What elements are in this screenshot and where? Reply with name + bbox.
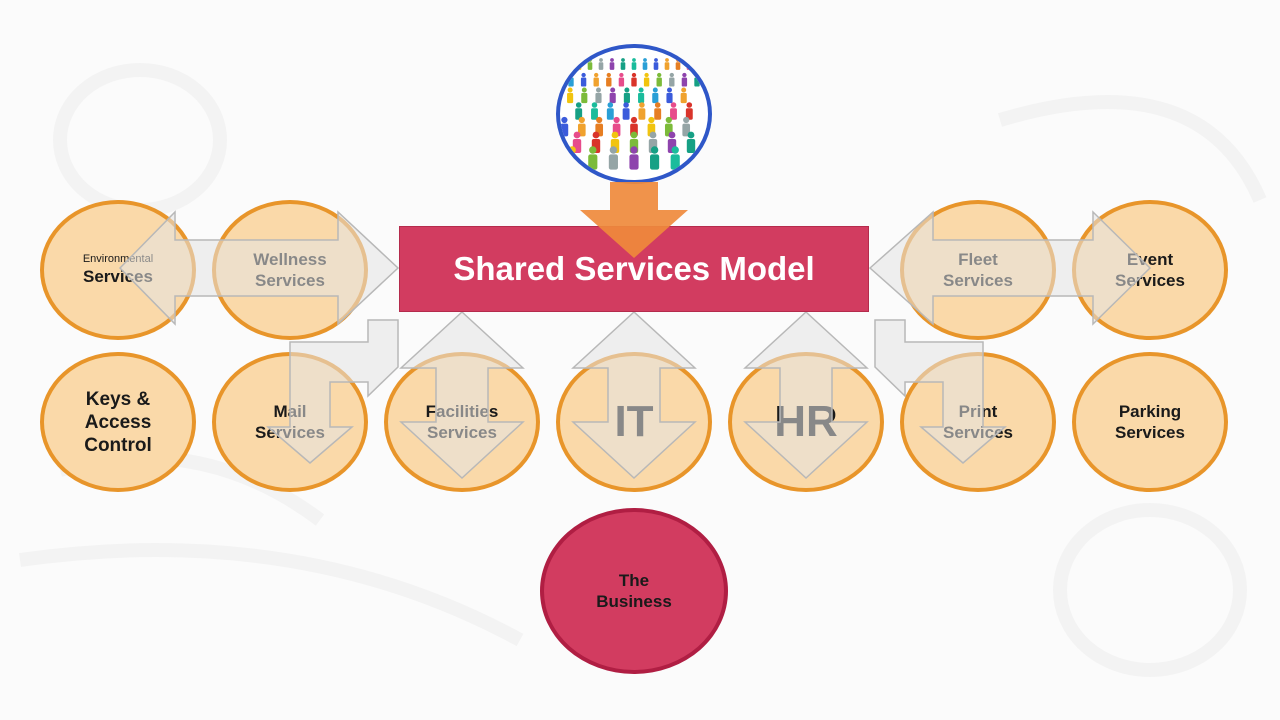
node-facilities-line1: Facilities xyxy=(425,402,499,421)
node-wellness-line2: Services xyxy=(255,271,325,290)
node-fleet-line1: Fleet xyxy=(958,250,998,269)
node-wellness-line1: Wellness xyxy=(253,250,327,269)
node-event-line2: Services xyxy=(1115,271,1185,290)
node-mail-line1: Mail xyxy=(273,402,307,421)
node-facilities-services: Facilities Services xyxy=(384,352,540,492)
node-wellness-services: Wellness Services xyxy=(212,200,368,340)
node-fleet-line2: Services xyxy=(943,271,1013,290)
node-it-label: IT xyxy=(614,397,654,446)
node-print-services: Print Services xyxy=(900,352,1056,492)
node-business-line1: The xyxy=(618,571,650,590)
node-parking-line1: Parking xyxy=(1118,402,1182,421)
node-facilities-line2: Services xyxy=(427,423,497,442)
node-keys-access-control: Keys & Access Control xyxy=(40,352,196,492)
node-it: IT xyxy=(556,352,712,492)
node-business-line2: Business xyxy=(596,592,672,611)
down-arrow-icon xyxy=(580,182,688,258)
node-parking-services: Parking Services xyxy=(1072,352,1228,492)
node-environmental-line1: Environmental xyxy=(82,253,154,265)
people-circle xyxy=(556,44,712,184)
node-keys-line1: Keys & xyxy=(85,388,151,410)
node-parking-line2: Services xyxy=(1115,423,1185,442)
node-the-business: The Business xyxy=(540,508,728,674)
node-hr: HR xyxy=(728,352,884,492)
node-environmental-services: Environmental Services xyxy=(40,200,196,340)
node-hr-label: HR xyxy=(774,397,838,446)
node-event-line1: Event xyxy=(1126,250,1174,269)
node-print-line1: Print xyxy=(958,402,998,421)
node-mail-line2: Services xyxy=(255,423,325,442)
node-environmental-line2: Services xyxy=(83,267,153,286)
node-keys-line2: Access xyxy=(84,411,152,433)
node-event-services: Event Services xyxy=(1072,200,1228,340)
node-mail-services: Mail Services xyxy=(212,352,368,492)
node-keys-line3: Control xyxy=(84,434,152,456)
node-fleet-services: Fleet Services xyxy=(900,200,1056,340)
crowd-of-people-icon xyxy=(560,58,700,170)
node-print-line2: Services xyxy=(943,423,1013,442)
